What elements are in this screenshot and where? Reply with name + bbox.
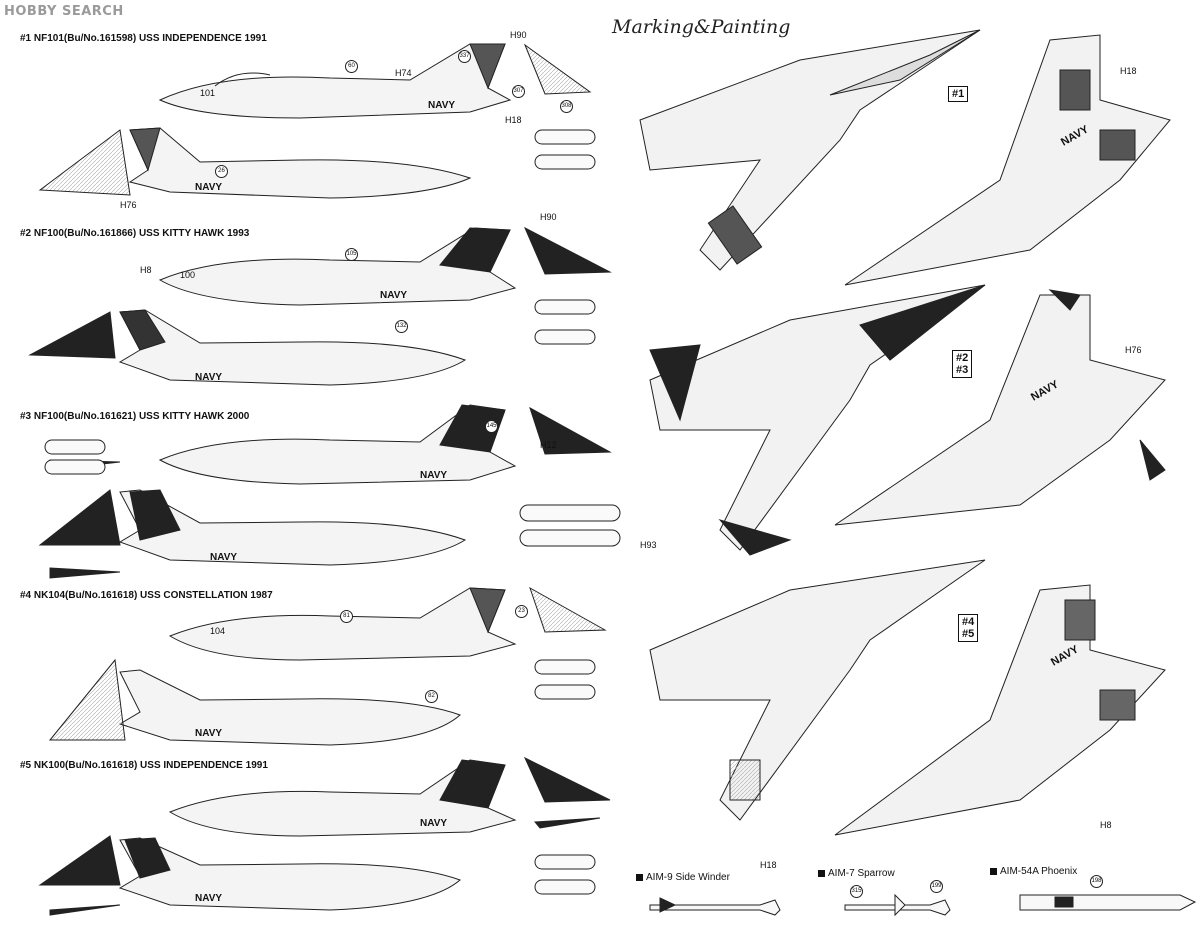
callout-number: 199 <box>930 880 943 893</box>
aircraft-side-1a <box>158 43 512 119</box>
scheme-label-2: #2 NF100(Bu/No.161866) USS KITTY HAWK 19… <box>20 228 250 239</box>
modex-text: 104 <box>210 626 226 636</box>
modex-text: 101 <box>200 88 216 98</box>
callout-number: 82 <box>425 690 438 703</box>
plan-views <box>639 29 1171 836</box>
navy-text: NAVY <box>195 372 223 383</box>
callout-number: 308 <box>560 100 573 113</box>
modex-text: 100 <box>180 270 196 280</box>
paint-callout: H8 <box>140 265 152 275</box>
weapon-label-aim54: AIM-54A Phoenix <box>990 866 1077 877</box>
scheme-label-1: #1 NF101(Bu/No.161598) USS INDEPENDENCE … <box>20 33 267 44</box>
navy-text: NAVY <box>210 552 238 563</box>
weapon-label-aim7: AIM-7 Sparrow <box>818 868 895 879</box>
paint-callout: H12 <box>540 440 557 450</box>
navy-text: NAVY <box>380 290 408 301</box>
plan-label-2-3: #2 #3 <box>952 350 973 378</box>
bullet-icon <box>818 869 825 877</box>
plan-label-4-5: #4 #5 <box>958 614 979 642</box>
callout-number: 145 <box>485 420 498 433</box>
paint-callout: H18 <box>1120 66 1137 76</box>
paint-callout: H18 <box>760 860 777 870</box>
callout-number: 315 <box>850 885 863 898</box>
scheme-label-3: #3 NF100(Bu/No.161621) USS KITTY HAWK 20… <box>20 411 250 422</box>
callout-number: 23 <box>515 605 528 618</box>
navy-text: NAVY <box>195 893 223 904</box>
weapon-label-text: AIM-7 Sparrow <box>828 868 895 879</box>
aircraft-side-5a <box>168 756 611 837</box>
paint-callout: H18 <box>505 115 522 125</box>
paint-callout: H90 <box>540 212 557 222</box>
aircraft-side-1b <box>38 127 472 199</box>
aircraft-side-3a <box>49 404 612 485</box>
plan-label-1: #1 <box>948 86 969 102</box>
callout-number: 307 <box>512 85 525 98</box>
paint-callout: H93 <box>640 540 657 550</box>
navy-text: NAVY <box>428 100 456 111</box>
page-title: Marking&Painting <box>612 16 791 38</box>
aircraft-side-4a <box>168 586 607 661</box>
bullet-icon <box>990 867 997 875</box>
scheme-label-5: #5 NK100(Bu/No.161618) USS INDEPENDENCE … <box>20 760 268 771</box>
paint-callout: H76 <box>1125 345 1142 355</box>
navy-text: NAVY <box>195 182 223 193</box>
weapon-label-text: AIM-9 Side Winder <box>646 872 730 883</box>
scheme-label-4: #4 NK104(Bu/No.161618) USS CONSTELLATION… <box>20 590 273 601</box>
bullet-icon <box>636 873 643 881</box>
aircraft-side-2a <box>158 226 612 306</box>
navy-text: NAVY <box>195 728 223 739</box>
watermark: HOBBY SEARCH <box>4 4 124 19</box>
weapon-label-text: AIM-54A Phoenix <box>1000 866 1078 877</box>
paint-callout: H76 <box>120 200 137 210</box>
aircraft-side-2b <box>28 309 467 386</box>
callout-number: 337 <box>458 50 471 63</box>
aircraft-side-3b <box>38 489 467 579</box>
callout-number: 81 <box>340 610 353 623</box>
callout-number: 198 <box>1090 875 1103 888</box>
callout-number: 60 <box>345 60 358 73</box>
weapon-drawings <box>649 893 1197 917</box>
detail-items <box>44 43 621 895</box>
paint-callout: H90 <box>510 30 527 40</box>
paint-callout: H8 <box>1100 820 1112 830</box>
paint-callout: H74 <box>395 68 412 78</box>
aircraft-side-4b <box>48 658 461 746</box>
callout-number: 132 <box>395 320 408 333</box>
aircraft-side-5b <box>38 835 461 916</box>
callout-number: 105 <box>345 248 358 261</box>
navy-text: NAVY <box>420 470 448 481</box>
weapon-label-aim9: AIM-9 Side Winder <box>636 872 730 883</box>
navy-text: NAVY <box>420 818 448 829</box>
callout-number: 26 <box>215 165 228 178</box>
side-profiles <box>28 43 612 916</box>
